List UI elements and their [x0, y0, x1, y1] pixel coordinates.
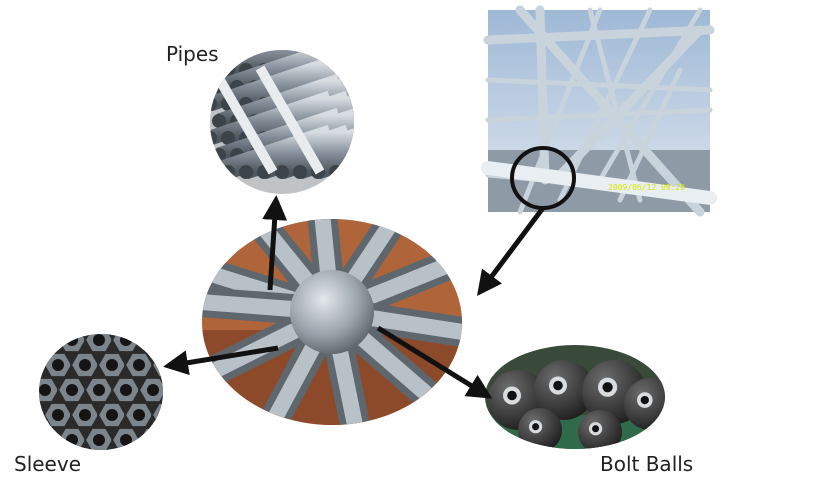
- pipe: [315, 50, 354, 78]
- sleeve-hole: [39, 334, 51, 346]
- center-joint-image: [202, 219, 462, 425]
- sleeve-hole: [52, 359, 64, 371]
- pipe: [333, 56, 354, 112]
- hex-sleeve: [39, 334, 61, 354]
- pipe: [342, 107, 354, 163]
- pipe-end: [210, 97, 217, 111]
- arrow-to-sleeve: [163, 345, 279, 376]
- sleeve-hole: [39, 384, 51, 396]
- sleeve-hole: [120, 334, 132, 346]
- hex-sleeve: [150, 401, 163, 429]
- sleeve-hole: [39, 434, 51, 446]
- sleeve-hole: [93, 434, 105, 446]
- bolt-balls-image: [485, 345, 665, 449]
- photo-timestamp: 2009/06/12 09:20: [608, 183, 686, 192]
- truss-member: [617, 67, 683, 203]
- bolt-hole-inner: [592, 425, 600, 433]
- bolt-hole-inner: [553, 380, 563, 391]
- pipe-end: [293, 165, 307, 179]
- sleeve-hole: [93, 384, 105, 396]
- sleeve-hole: [106, 359, 118, 371]
- pipe-end: [221, 131, 235, 145]
- pipe: [333, 90, 354, 146]
- label-pipes: Pipes: [166, 42, 219, 66]
- pipe: [324, 50, 354, 95]
- sleeve-hole: [147, 434, 159, 446]
- truss-chord: [481, 161, 717, 205]
- pipe-end: [329, 165, 343, 179]
- sleeve-hole: [66, 334, 78, 346]
- label-sleeve: Sleeve: [14, 452, 82, 476]
- pipe: [342, 73, 354, 129]
- pipe-end: [221, 165, 235, 179]
- pipe-end: [210, 165, 217, 179]
- pipe-end: [275, 165, 289, 179]
- pipe-end: [212, 114, 226, 128]
- arrows: [163, 195, 545, 399]
- label-bolt-balls: Bolt Balls: [600, 452, 694, 476]
- arrow-to-pipes: [262, 195, 288, 291]
- hex-sleeve: [56, 334, 88, 354]
- sleeve-hole: [93, 334, 105, 346]
- arrow-to-bolt-balls: [376, 325, 493, 399]
- sleeve-hole: [133, 359, 145, 371]
- sleeve-hole: [66, 384, 78, 396]
- hex-sleeve: [137, 426, 163, 450]
- sleeve-hole: [160, 409, 163, 421]
- bolt-hole-inner: [532, 423, 540, 431]
- bolt-hole-inner: [507, 390, 517, 401]
- pipe-end: [239, 165, 253, 179]
- truss-member: [557, 7, 653, 203]
- hex-sleeve: [39, 426, 61, 450]
- sleeve-hole: [147, 384, 159, 396]
- truss-member: [587, 7, 643, 203]
- sleeve-hole: [79, 409, 91, 421]
- sleeve-hole: [66, 434, 78, 446]
- sleeve-hole: [120, 384, 132, 396]
- bolt-hole-inner: [640, 395, 649, 405]
- bolt-hole-inner: [602, 382, 613, 393]
- arrow-from-space-frame: [477, 206, 545, 296]
- pipe-end: [210, 131, 217, 145]
- truss-member: [597, 7, 703, 183]
- sleeve-image: [39, 334, 163, 450]
- sleeve-hole: [147, 334, 159, 346]
- sleeve-hole: [52, 409, 64, 421]
- sleeve-hole: [133, 409, 145, 421]
- sleeve-hole: [79, 359, 91, 371]
- truss-member: [515, 5, 705, 217]
- sleeve-hole: [120, 434, 132, 446]
- pipe: [333, 124, 354, 180]
- pipe: [333, 50, 354, 78]
- truss-member: [535, 5, 550, 185]
- pipes-image: [210, 50, 354, 194]
- pipe: [342, 50, 354, 95]
- sleeve-hole: [106, 409, 118, 421]
- hex-sleeve: [137, 334, 163, 354]
- space-frame-photo: [481, 5, 717, 217]
